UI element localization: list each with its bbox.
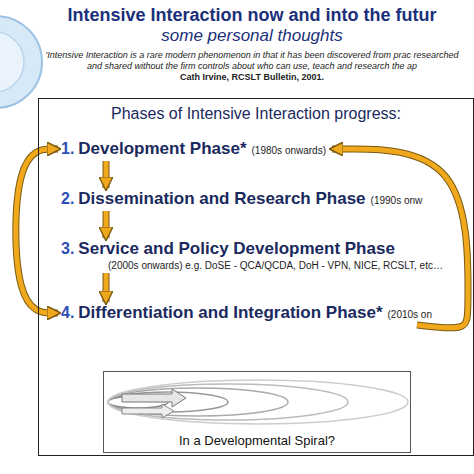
cycle-arrow — [332, 149, 468, 328]
spiral-loop — [108, 384, 348, 420]
step-arrow — [104, 161, 109, 188]
heading-area: Intensive Interaction now and into the f… — [34, 4, 470, 83]
phase-name: Differentiation and Integration Phase* — [78, 303, 382, 323]
step-number: 3. — [61, 240, 74, 258]
connector-outline — [16, 149, 58, 313]
spiral-caption: In a Developmental Spiral? — [179, 433, 335, 448]
spiral-loop — [108, 380, 408, 424]
phase-name: Dissemination and Research Phase — [78, 189, 365, 209]
phase-step: 2.Dissemination and Research Phase (1990s… — [61, 189, 422, 209]
spiral-arrow — [122, 404, 174, 418]
phase-date: (2010s on — [388, 309, 432, 320]
quote-author: Cath Irvine, RCSLT Bulletin, 2001. — [34, 72, 470, 83]
frame-box: Phases of Intensive Interaction progress… — [38, 98, 474, 456]
cycle-arrow — [16, 149, 58, 313]
decor-circle — [0, 16, 42, 108]
connector-outline — [332, 149, 468, 328]
step-number: 4. — [61, 304, 74, 322]
step-arrow — [104, 211, 109, 238]
quote-text: 'Intensive Interaction is a rare modern … — [34, 50, 470, 72]
subtitle-text: some personal thoughts — [34, 26, 470, 46]
frame-heading: Phases of Intensive Interaction progress… — [39, 105, 473, 123]
phase-name: Development Phase* — [78, 139, 246, 159]
phase-step: 4.Differentiation and Integration Phase*… — [61, 303, 432, 323]
connector-outline — [103, 211, 110, 238]
connector-outline — [103, 161, 110, 188]
phase-step: 3.Service and Policy Development Phase(2… — [61, 239, 471, 271]
phase-examples: (2000s onwards) e.g. DoSE - QCA/QCDA, Do… — [61, 260, 471, 271]
step-arrow — [104, 273, 109, 302]
phase-name: Service and Policy Development Phase — [78, 239, 395, 259]
step-number: 1. — [61, 140, 74, 158]
spiral-illustration — [102, 372, 410, 432]
connector-outline — [103, 273, 110, 302]
phase-date: (1990s onw — [371, 195, 423, 206]
step-number: 2. — [61, 190, 74, 208]
title-text: Intensive Interaction now and into the f… — [34, 4, 470, 26]
phase-date: (1980s onwards) — [252, 145, 326, 156]
spiral-arrow — [122, 389, 186, 407]
decor-circle — [0, 32, 24, 92]
spiral-box: In a Developmental Spiral? — [103, 371, 411, 453]
phase-step: 1.Development Phase* (1980s onwards) — [61, 139, 326, 159]
